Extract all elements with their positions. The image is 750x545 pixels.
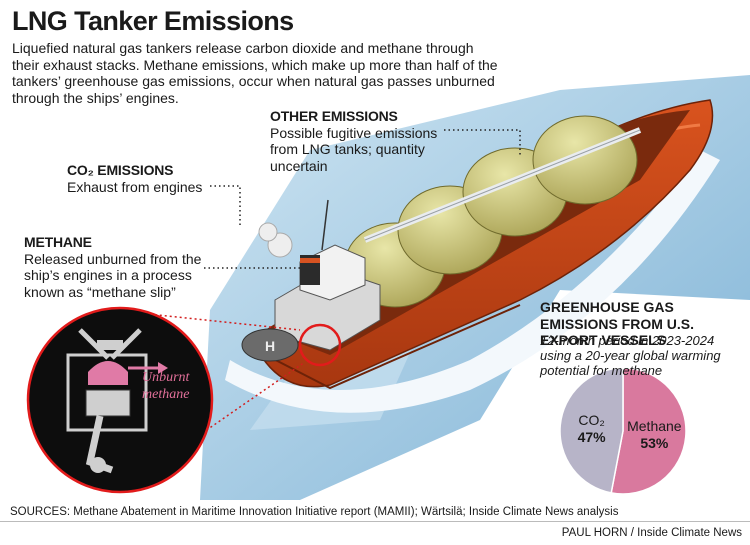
inset-label: Unburnt methane xyxy=(142,369,189,403)
label-other-emissions: OTHER EMISSIONS Possible fugitive emissi… xyxy=(270,108,465,174)
pie-label: CO₂ xyxy=(578,412,604,428)
pie-chart-title: GREENHOUSE GAS EMISSIONS FROM U.S. EXPOR… xyxy=(540,299,695,348)
helipad: H xyxy=(241,328,299,362)
engine-highlight-circle xyxy=(298,323,342,367)
ship-superstructure xyxy=(258,199,381,351)
pie-chart-subtitle: 12-month period in 2023-2024 using a 20-… xyxy=(540,333,721,378)
intro-text: Liquefied natural gas tankers release ca… xyxy=(12,40,498,106)
pie-value-label: 53% xyxy=(640,435,669,451)
engine-inset xyxy=(26,306,214,494)
pie-label: Methane xyxy=(627,418,682,434)
label-methane-head: METHANE xyxy=(24,234,92,250)
ship-wake xyxy=(225,150,720,413)
label-co2-emissions: CO₂ EMISSIONS Exhaust from engines xyxy=(67,162,217,195)
label-other-text: Possible fugitive emissions from LNG tan… xyxy=(270,124,438,174)
callout-leaders xyxy=(204,129,521,269)
svg-text:H: H xyxy=(265,338,275,354)
sources-footer: SOURCES: Methane Abatement in Maritime I… xyxy=(10,506,619,518)
label-methane: METHANE Released unburned from the ship’… xyxy=(24,234,206,300)
pie-value-label: 47% xyxy=(578,429,607,445)
inset-label-line2: methane xyxy=(142,387,190,402)
page-title: LNG Tanker Emissions xyxy=(12,6,294,36)
label-co2-text: Exhaust from engines xyxy=(67,178,203,195)
label-co2-head: CO₂ EMISSIONS xyxy=(67,162,174,178)
pie-slice-methane xyxy=(610,367,687,495)
pie-slice-co xyxy=(559,367,624,494)
label-methane-text: Released unburned from the ship’s engine… xyxy=(24,250,202,300)
label-other-head: OTHER EMISSIONS xyxy=(270,108,398,124)
footer-divider xyxy=(0,521,750,522)
inset-label-line1: Unburnt xyxy=(142,370,190,385)
credit-line: PAUL HORN / Inside Climate News xyxy=(561,527,742,539)
